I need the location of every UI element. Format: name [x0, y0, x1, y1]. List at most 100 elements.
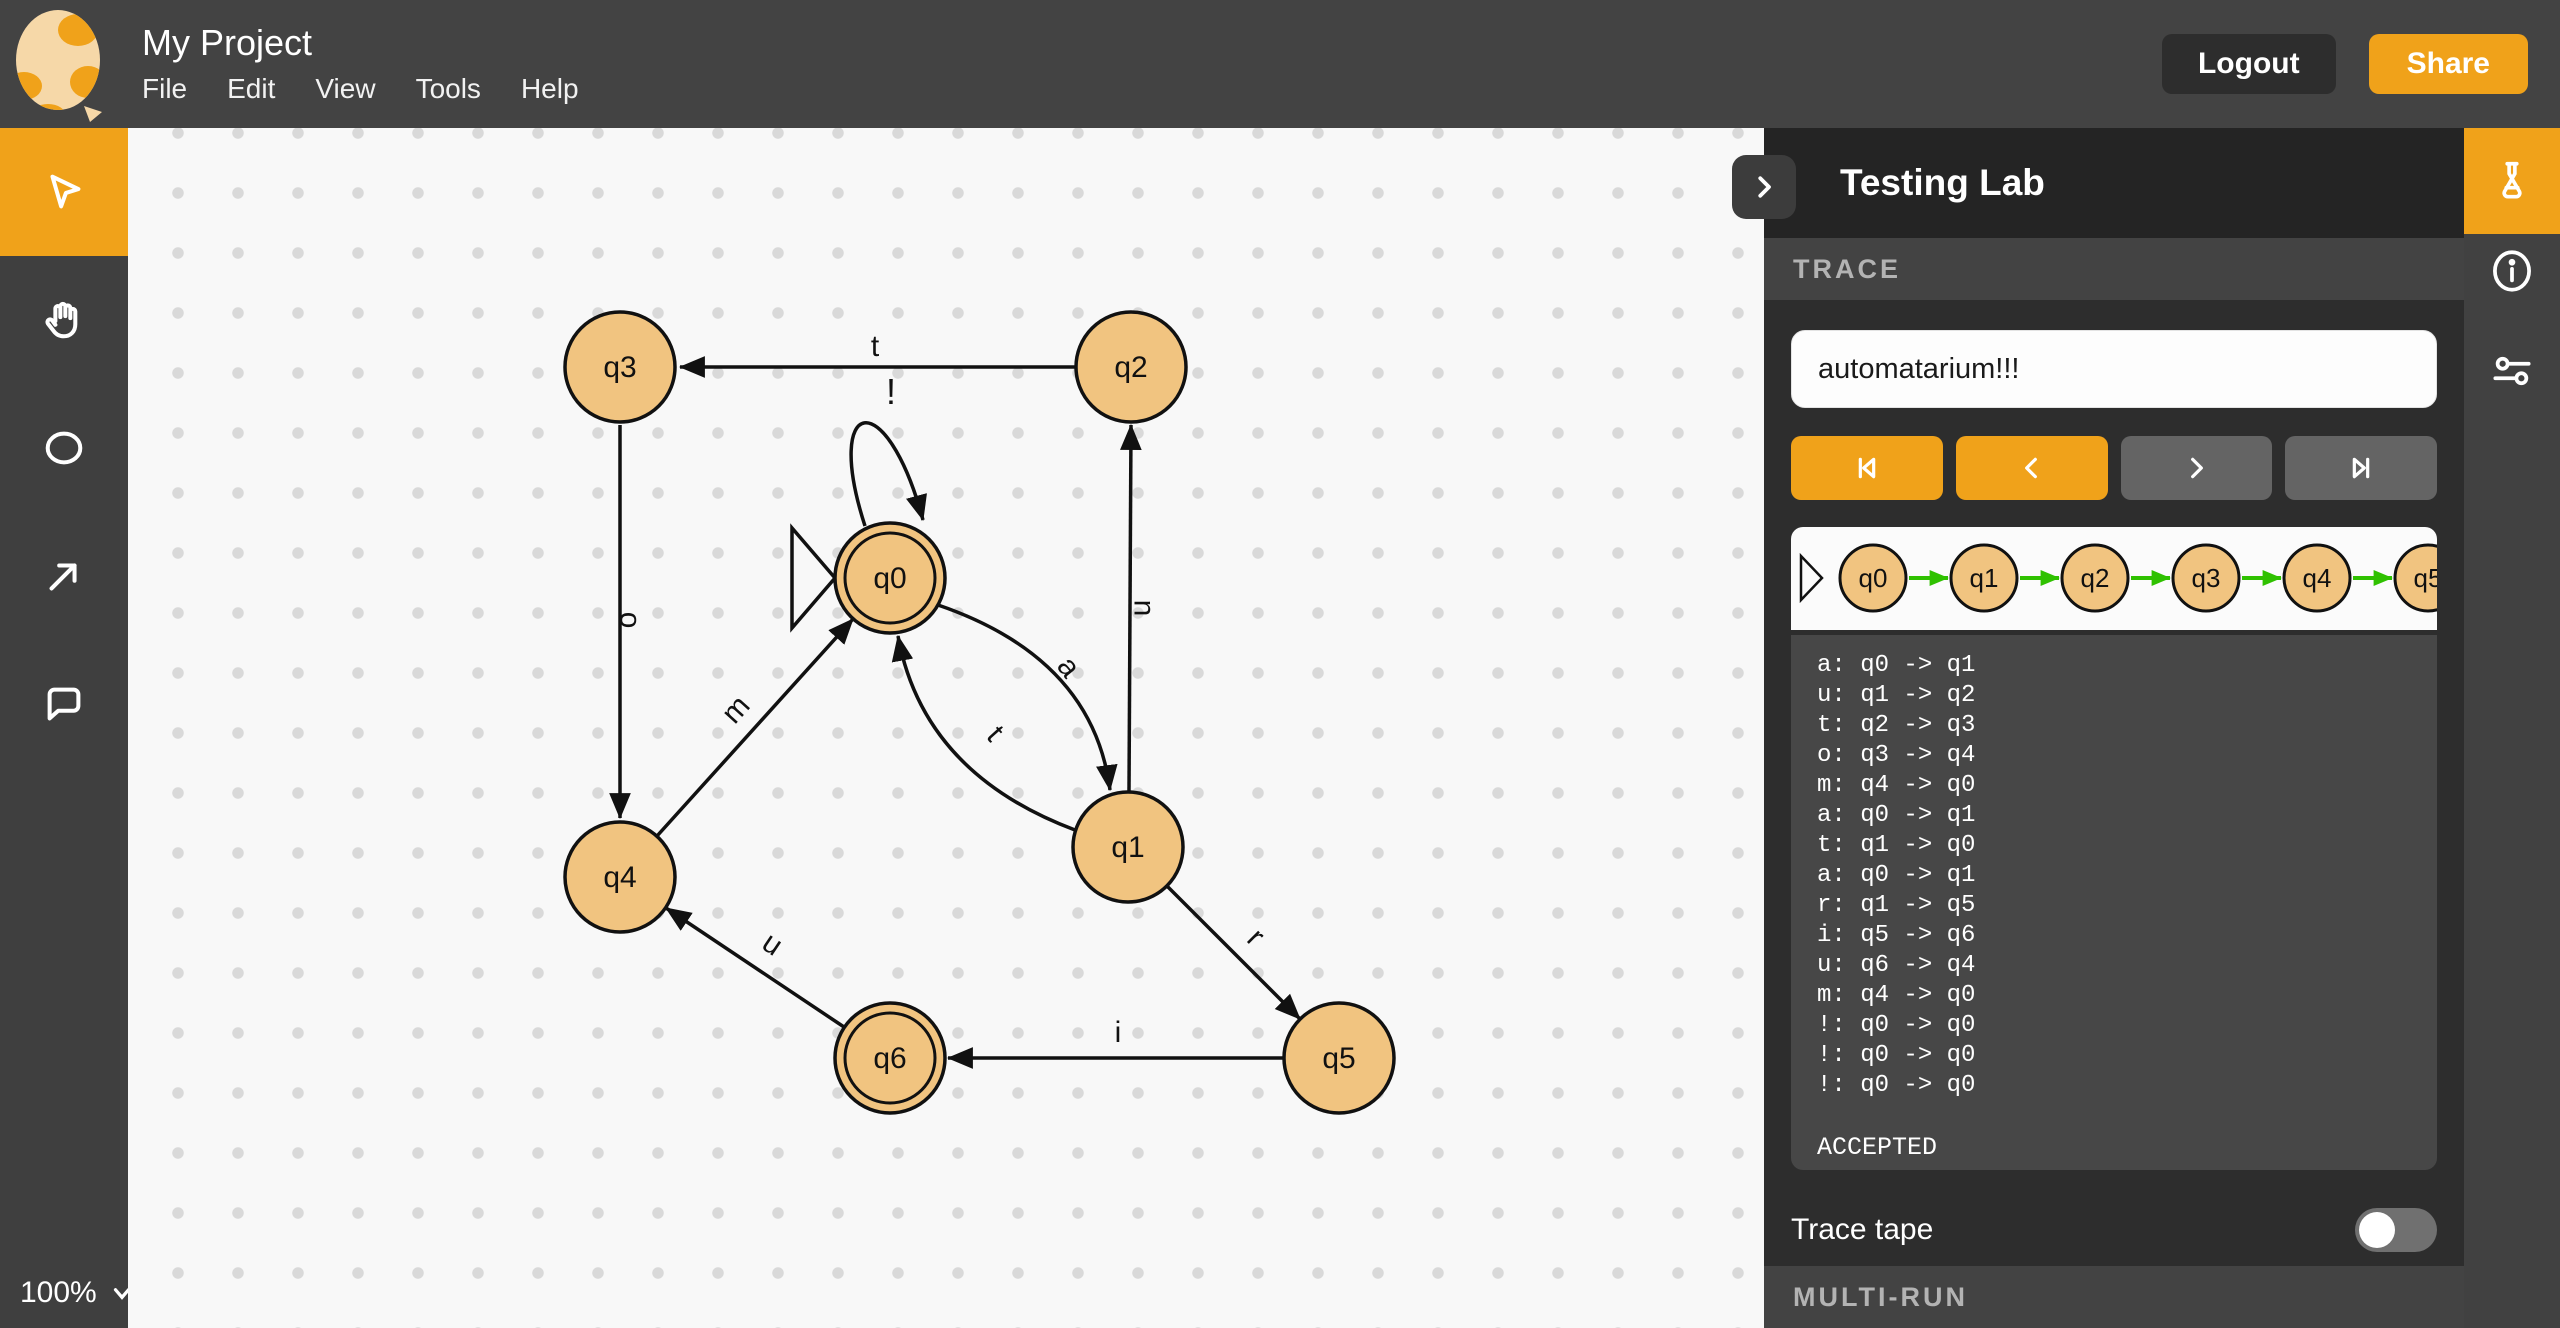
cursor-icon [50, 174, 81, 209]
logout-button[interactable]: Logout [2161, 34, 2336, 94]
flask-icon [2502, 161, 2522, 199]
state-q5[interactable]: q5 [1282, 1001, 1396, 1115]
trace-tape-label: Trace tape [1791, 1213, 1934, 1246]
step-back-button[interactable] [1955, 436, 2108, 500]
tool-sidebar: 100% [0, 128, 130, 1328]
arrow-up-right-icon [49, 563, 77, 591]
transition-label[interactable]: m [715, 689, 756, 730]
step-forward-button[interactable] [2120, 436, 2273, 500]
trace-state-sequence: q0 q1 q2 q3 q4 q5 [1791, 527, 2437, 630]
state-q0[interactable]: q0 [833, 521, 947, 635]
transition-label[interactable]: t [980, 720, 1011, 749]
menu-view[interactable]: View [315, 72, 376, 104]
automatarium-logo-icon [16, 10, 102, 122]
menu-tools[interactable]: Tools [415, 72, 481, 104]
trace-log-line: o: q3 -> q4 [1817, 742, 1976, 769]
state-label: q3 [603, 351, 636, 384]
state-label: q4 [603, 861, 636, 894]
transition-label[interactable]: i [1115, 1016, 1122, 1049]
panel-tab-strip [2464, 128, 2560, 1328]
tool-transition[interactable] [0, 512, 128, 640]
state-q4[interactable]: q4 [563, 820, 677, 934]
tab-testing-lab[interactable] [2464, 128, 2560, 234]
trace-section-label: TRACE [1793, 253, 1901, 284]
share-button[interactable]: Share [2368, 34, 2528, 94]
trace-log-line: m: q4 -> q0 [1817, 772, 1976, 799]
chevron-right-icon [2191, 457, 2204, 479]
chevron-right-icon [1758, 176, 1771, 198]
skip-to-start-button[interactable] [1791, 436, 1943, 500]
panel-collapse-button[interactable] [1732, 155, 1796, 219]
chevron-left-icon [2024, 457, 2037, 479]
trace-log-line: u: q6 -> q4 [1817, 952, 1976, 979]
transition-q1-q5[interactable] [1165, 884, 1302, 1021]
trace-log-line: a: q0 -> q1 [1817, 652, 1976, 679]
trace-state-label: q4 [2303, 563, 2332, 593]
transition-label[interactable]: ! [886, 371, 896, 412]
trace-state-label: q3 [2192, 563, 2221, 593]
initial-state-marker [1799, 552, 1824, 604]
circle-icon [45, 431, 83, 465]
tab-options[interactable] [2464, 346, 2560, 396]
testing-lab-panel: Testing Lab TRACE [1764, 128, 2464, 1328]
transition-label[interactable]: t [871, 330, 880, 363]
tool-state[interactable] [0, 384, 128, 512]
transition-q0-q1[interactable] [937, 603, 1118, 792]
multi-run-section-header: MULTI-RUN [1764, 1266, 2464, 1328]
state-label: q0 [873, 562, 906, 595]
trace-log-line: u: q1 -> q2 [1817, 682, 1976, 709]
trace-log-line: t: q1 -> q0 [1817, 832, 1976, 859]
tool-comment[interactable] [0, 640, 128, 768]
transition-label[interactable]: a [1050, 650, 1086, 684]
transition-q1-q0[interactable] [891, 634, 1076, 832]
trace-log-line: !: q0 -> q0 [1817, 1072, 1976, 1099]
tab-info[interactable] [2464, 246, 2560, 296]
transition-q0-q0-selfloop[interactable] [849, 421, 927, 527]
chevron-down-icon [113, 1288, 130, 1300]
transition-label[interactable]: o [610, 612, 643, 629]
state-label: q2 [1114, 351, 1147, 384]
editor-canvas[interactable]: t ! o m a t u r i u q0 q1 q2 q3 [128, 128, 1764, 1328]
trace-log-line: !: q0 -> q0 [1817, 1012, 1976, 1039]
trace-log-line: t: q2 -> q3 [1817, 712, 1976, 739]
menu-file[interactable]: File [142, 72, 188, 104]
trace-input[interactable] [1791, 330, 2437, 408]
menu-edit[interactable]: Edit [227, 72, 276, 104]
trace-tape-toggle[interactable] [2355, 1208, 2437, 1252]
trace-section-header: TRACE [1764, 238, 2464, 300]
tool-cursor[interactable] [0, 128, 128, 256]
state-machine-diagram: t ! o m a t u r i u q0 q1 q2 q3 [563, 310, 1396, 1115]
state-q3[interactable]: q3 [563, 310, 677, 424]
trace-log: a: q0 -> q1 u: q1 -> q2 t: q2 -> q3 o: q… [1791, 635, 2437, 1170]
state-q1[interactable]: q1 [1071, 790, 1185, 904]
state-q2[interactable]: q2 [1074, 310, 1188, 424]
initial-state-marker [790, 523, 838, 633]
transition-q1-q2[interactable] [1120, 423, 1142, 792]
state-label: q6 [873, 1042, 906, 1075]
trace-log-line: r: q1 -> q5 [1817, 892, 1976, 919]
trace-state-label: q2 [2081, 563, 2110, 593]
menu-bar: File Edit View Tools Help [142, 73, 579, 105]
transition-label[interactable]: u [1124, 600, 1157, 617]
toggle-knob [2359, 1212, 2395, 1248]
project-title[interactable]: My Project [142, 22, 313, 64]
top-bar: My Project File Edit View Tools Help Log… [0, 0, 2560, 128]
skip-to-end-button[interactable] [2285, 436, 2437, 500]
menu-help[interactable]: Help [520, 72, 579, 104]
trace-step-buttons [1791, 436, 2437, 500]
trace-state-label: q5 [2414, 563, 2437, 593]
panel-header: Testing Lab [1764, 128, 2464, 238]
transition-label[interactable]: r [1241, 922, 1271, 952]
trace-log-line: i: q5 -> q6 [1817, 922, 1976, 949]
hand-icon [45, 301, 78, 339]
transition-label[interactable]: u [756, 926, 788, 963]
transition-q6-q4[interactable] [665, 906, 845, 1029]
zoom-control[interactable]: 100% [20, 1276, 135, 1310]
panel-title: Testing Lab [1840, 162, 2045, 203]
state-label: q1 [1111, 831, 1144, 864]
multi-run-section-label: MULTI-RUN [1793, 1281, 1968, 1312]
tool-pan[interactable] [0, 256, 128, 384]
trace-state-label: q1 [1970, 563, 1999, 593]
transition-q4-q0[interactable] [655, 617, 855, 838]
state-q6[interactable]: q6 [833, 1001, 947, 1115]
